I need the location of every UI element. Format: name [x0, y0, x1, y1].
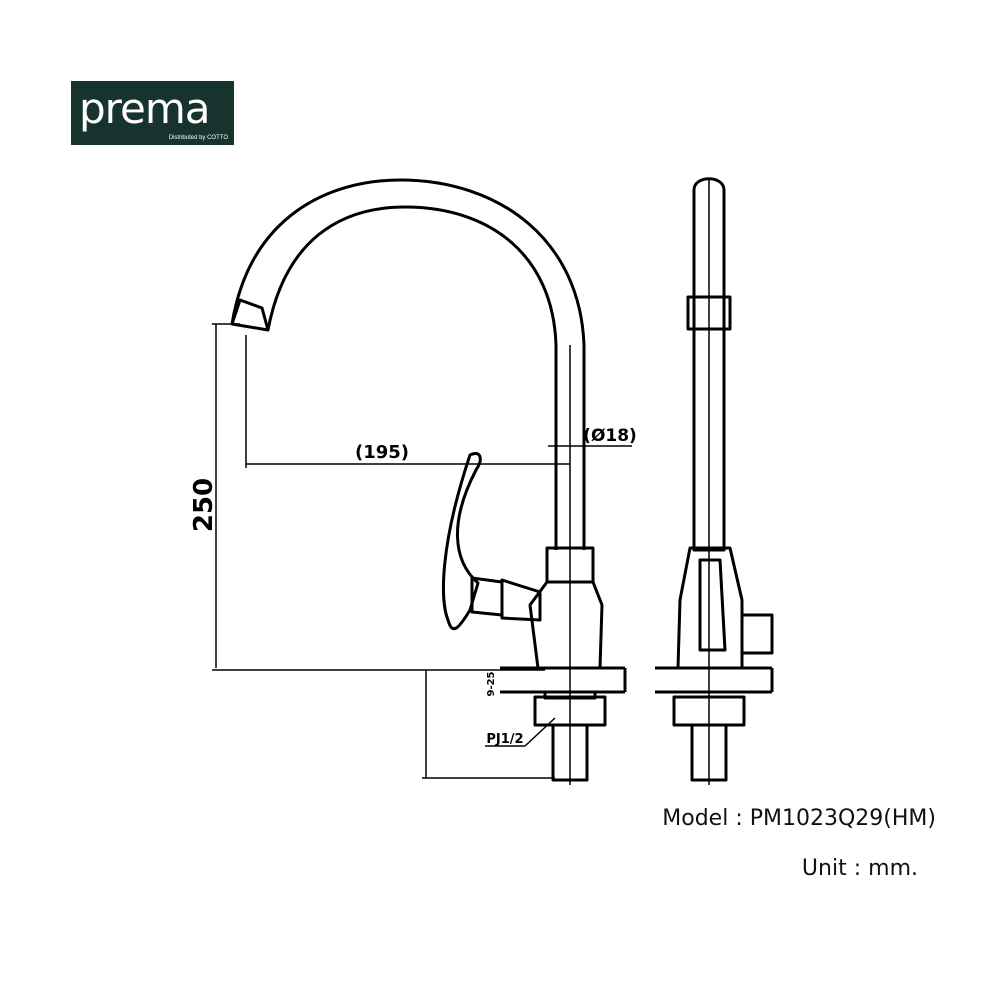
logo-wordmark: prema: [79, 84, 210, 133]
unit-value: mm.: [868, 856, 918, 881]
reach-label: (195): [355, 442, 409, 463]
thread-label: PJ1/2: [486, 732, 523, 747]
model-label: Model: [662, 806, 729, 831]
unit-caption: Unit : mm.: [802, 856, 918, 881]
logo-tagline: Distributed by COTTO: [168, 135, 228, 141]
model-separator: :: [735, 806, 743, 831]
prema-logo: prema Distributed by COTTO: [71, 81, 234, 145]
side-view: [655, 177, 774, 785]
side-handle: [698, 558, 727, 652]
height-label: 250: [189, 478, 219, 532]
front-view: [230, 178, 627, 785]
side-spout: [692, 177, 726, 552]
counter-thickness-label: 9-25: [486, 671, 497, 696]
spout-tip: [230, 298, 270, 332]
unit-label: Unit: [801, 856, 847, 881]
lever-handle: [441, 452, 482, 631]
dimension-lines: [212, 323, 632, 779]
spout-outer-curve: [230, 178, 586, 550]
diameter-label: (Ø18): [583, 426, 637, 446]
unit-separator: :: [853, 856, 862, 881]
model-value: PM1023Q29(HM): [749, 806, 936, 831]
side-valve: [740, 613, 774, 655]
model-caption: Model : PM1023Q29(HM): [662, 806, 936, 831]
thread-leader-diag: [524, 717, 556, 747]
spout-inner-curve: [266, 205, 558, 550]
